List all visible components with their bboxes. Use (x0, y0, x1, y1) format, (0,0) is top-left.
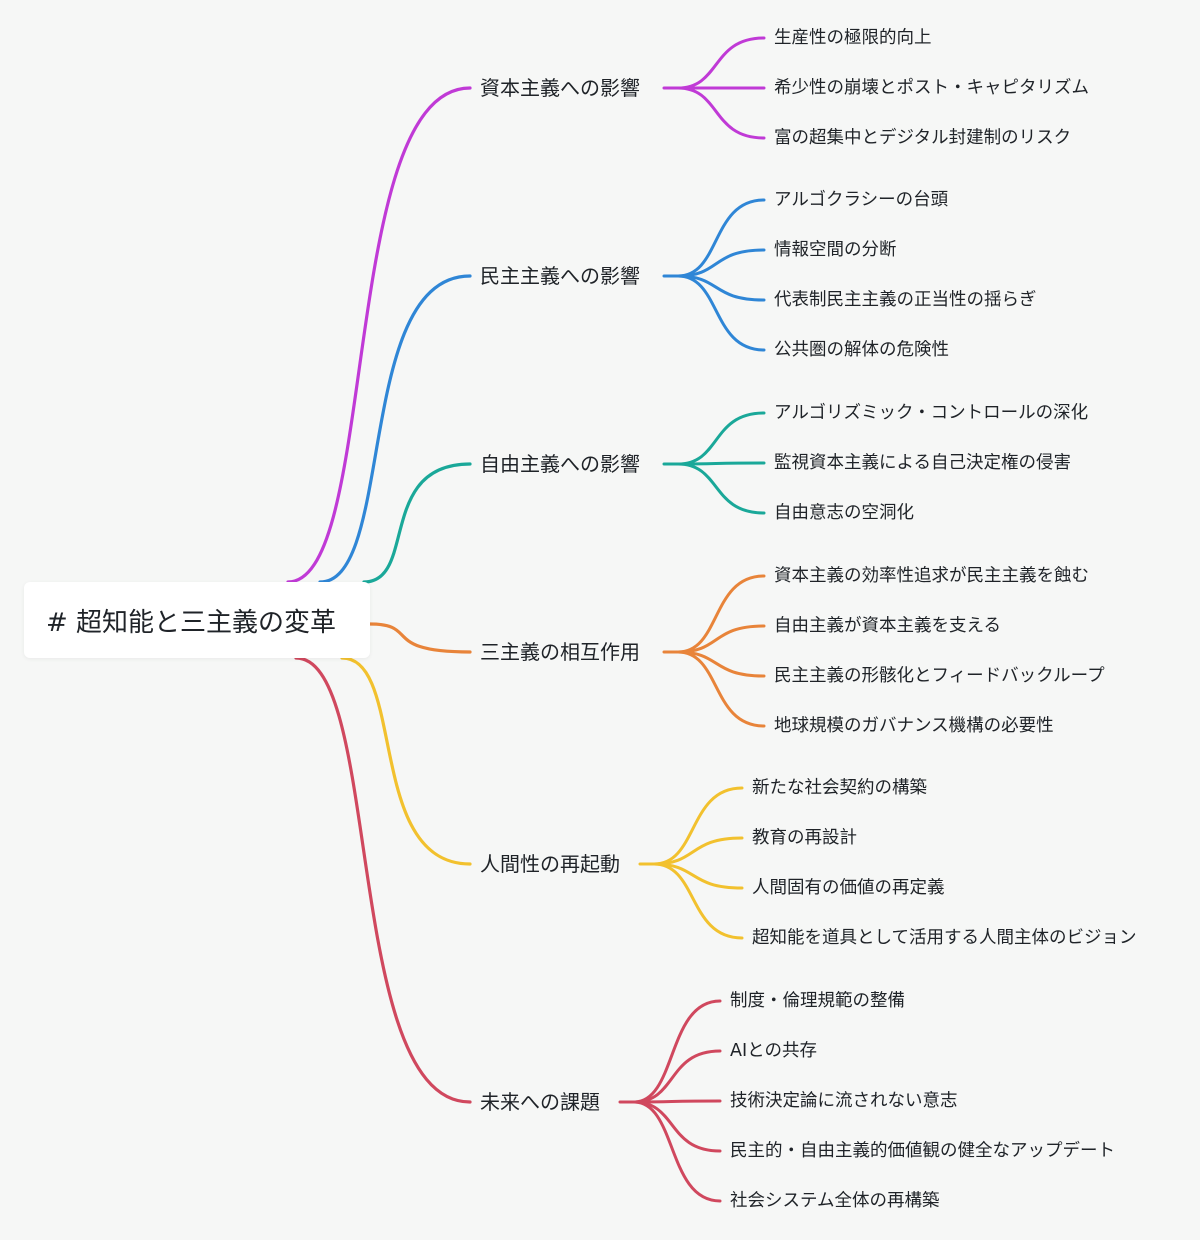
leaf-label[interactable]: 富の超集中とデジタル封建制のリスク (774, 128, 1072, 148)
branch-label[interactable]: 民主主義への影響 (480, 264, 640, 288)
leaf-edge (676, 461, 766, 466)
leaf-edge (652, 836, 744, 866)
leaf-label[interactable]: 資本主義の効率性追求が民主主義を蝕む (774, 566, 1089, 586)
leaf-edge (676, 650, 766, 728)
leaf-edge (632, 1099, 722, 1104)
leaf-edge (676, 36, 766, 90)
leaf-label[interactable]: 技術決定論に流されない意志 (730, 1091, 958, 1111)
leaf-label[interactable]: 教育の再設計 (752, 828, 857, 848)
leaf-label[interactable]: 監視資本主義による自己決定権の侵害 (774, 453, 1071, 473)
leaf-label[interactable]: 民主的・自由主義的価値観の健全なアップデート (730, 1141, 1115, 1161)
leaf-edge (652, 862, 744, 940)
branch-edge (362, 462, 472, 584)
branch-edge (340, 656, 472, 866)
leaf-edge (632, 1100, 722, 1153)
branch-label[interactable]: 三主義の相互作用 (480, 640, 640, 664)
leaf-label[interactable]: 制度・倫理規範の整備 (730, 991, 905, 1011)
leaf-edge (652, 786, 744, 866)
leaf-label[interactable]: 公共圏の解体の危険性 (774, 340, 949, 360)
branch-edge (368, 622, 472, 654)
leaf-edge (676, 274, 766, 352)
leaf-label[interactable]: 地球規模のガバナンス機構の必要性 (774, 716, 1054, 736)
leaf-label[interactable]: 希少性の崩壊とポスト・キャピタリズム (774, 78, 1089, 98)
leaf-label[interactable]: 新たな社会契約の構築 (752, 778, 927, 798)
leaf-label[interactable]: 社会システム全体の再構築 (730, 1191, 940, 1211)
leaf-edge (676, 624, 766, 654)
leaf-label[interactable]: 超知能を道具として活用する人間主体のビジョン (752, 928, 1137, 948)
leaf-label[interactable]: アルゴクラシーの台頭 (774, 190, 949, 210)
leaf-label[interactable]: 情報空間の分断 (774, 240, 897, 260)
leaf-label[interactable]: 人間固有の価値の再定義 (752, 878, 945, 898)
leaf-label[interactable]: 自由主義が資本主義を支える (774, 616, 1001, 636)
branch-label[interactable]: 人間性の再起動 (480, 852, 620, 876)
branch-label[interactable]: 自由主義への影響 (480, 452, 640, 476)
root-label: # 超知能と三主義の変革 (46, 607, 337, 638)
leaf-edge (632, 1100, 722, 1203)
leaf-edge (676, 462, 766, 515)
leaf-label[interactable]: 民主主義の形骸化とフィードバックループ (774, 666, 1105, 686)
leaf-edge (632, 1049, 722, 1104)
leaf-edge (632, 999, 722, 1104)
leaf-edge (676, 574, 766, 654)
branch-edge (286, 86, 472, 584)
leaf-edge (676, 411, 766, 466)
leaf-edge (676, 198, 766, 278)
branch-edge (294, 656, 472, 1104)
leaf-edge (676, 86, 766, 140)
leaf-label[interactable]: 自由意志の空洞化 (774, 503, 914, 523)
leaf-label[interactable]: 代表制民主主義の正当性の揺らぎ (774, 290, 1037, 310)
branch-label[interactable]: 資本主義への影響 (480, 76, 640, 100)
branch-label[interactable]: 未来への課題 (480, 1090, 600, 1114)
leaf-label[interactable]: アルゴリズミック・コントロールの深化 (774, 403, 1089, 423)
branch-edge (318, 274, 472, 584)
leaf-label[interactable]: AIとの共存 (730, 1041, 817, 1061)
root-node[interactable]: # 超知能と三主義の変革 (24, 582, 370, 658)
leaf-label[interactable]: 生産性の極限的向上 (774, 28, 932, 48)
leaf-edge (676, 248, 766, 278)
